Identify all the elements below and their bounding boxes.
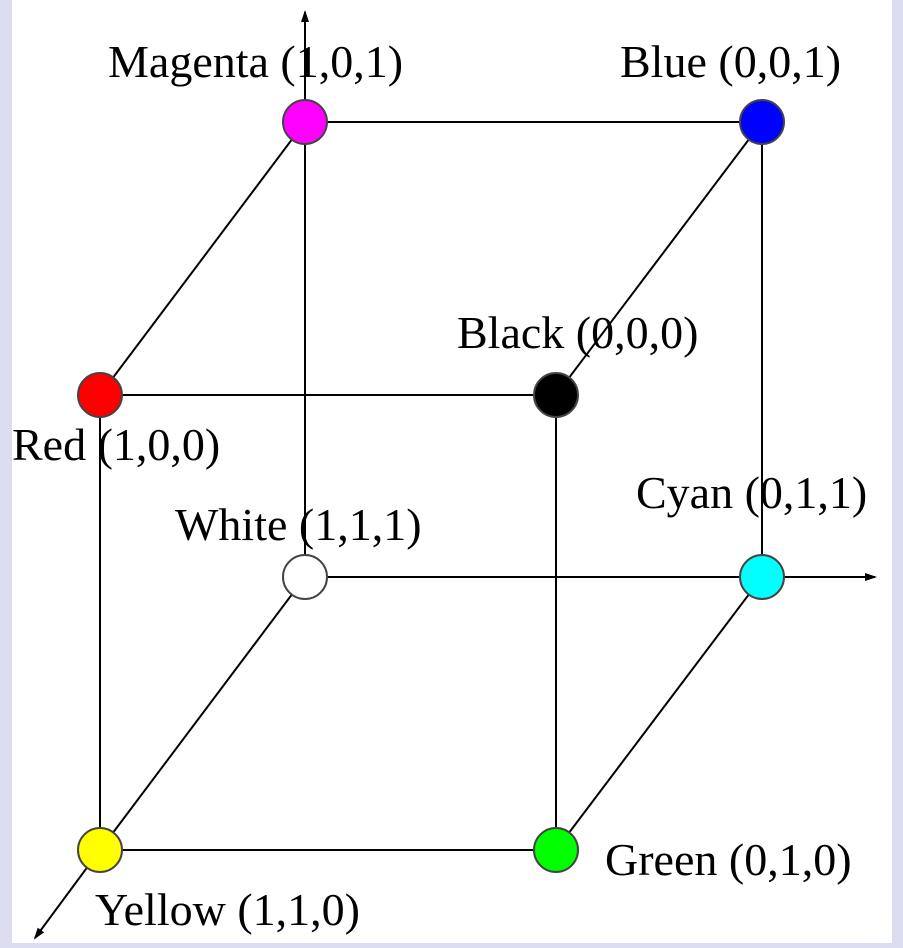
edge-white-yellow: [99, 576, 306, 851]
label-blue: Blue (0,0,1): [620, 36, 841, 87]
vertex-black: [533, 372, 579, 418]
vertex-cyan: [739, 554, 785, 600]
vertex-blue: [739, 99, 785, 145]
vertex-red: [77, 372, 123, 418]
cube-edges: [99, 121, 763, 851]
vertex-labels: Magenta (1,0,1) Blue (0,0,1) Red (1,0,0) Bl…: [12, 36, 867, 935]
diagram-panel: [12, 0, 892, 943]
label-cyan: Cyan (0,1,1): [636, 467, 867, 518]
label-green: Green (0,1,0): [605, 834, 852, 885]
vertex-white: [282, 554, 328, 600]
edge-cyan-green: [555, 576, 763, 851]
label-white: White (1,1,1): [175, 499, 422, 550]
label-yellow: Yellow (1,1,0): [95, 884, 360, 935]
vertex-magenta: [282, 99, 328, 145]
edge-magenta-red: [99, 121, 306, 396]
label-magenta: Magenta (1,0,1): [108, 36, 403, 87]
edge-blue-black: [555, 121, 763, 396]
label-black: Black (0,0,0): [457, 307, 698, 358]
vertex-yellow: [77, 827, 123, 873]
vertex-green: [533, 827, 579, 873]
label-red: Red (1,0,0): [12, 419, 220, 470]
cube-vertices: [77, 99, 785, 873]
